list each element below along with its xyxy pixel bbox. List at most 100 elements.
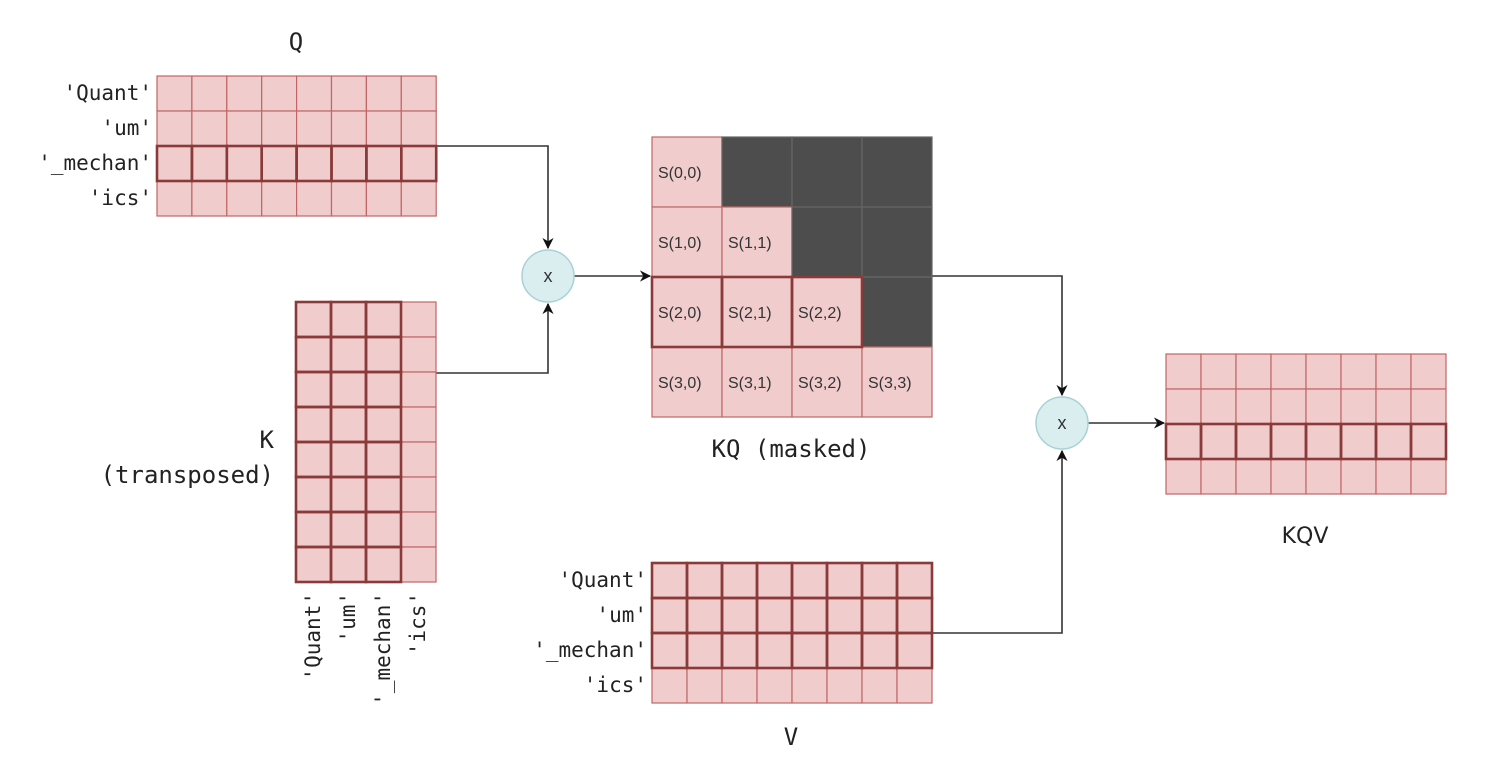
k-col-label: 'ics'	[406, 592, 430, 655]
matrix-cell	[191, 110, 228, 147]
matrix-cell	[1340, 423, 1377, 460]
matrix-cell	[896, 667, 933, 704]
matrix-cell	[1305, 388, 1342, 425]
matrix-cell	[861, 632, 898, 669]
matrix-cell	[330, 110, 368, 147]
connector-k-to-multiply-1	[436, 302, 554, 374]
multiply-icon: x	[544, 266, 553, 286]
matrix-cell	[226, 145, 263, 182]
matrix-cell	[686, 632, 723, 669]
matrix-cell	[1270, 458, 1307, 495]
multiply-circle	[521, 249, 575, 303]
score-cell-label: S(3,2)	[798, 375, 842, 392]
matrix-cell	[365, 301, 402, 338]
connector-v-to-multiply-2	[932, 449, 1068, 634]
matrix-cell	[756, 562, 793, 599]
matrix-cell	[896, 632, 933, 669]
matrix-cell	[1375, 353, 1412, 390]
matrix-cell	[330, 145, 368, 182]
matrix-cell	[651, 136, 723, 208]
matrix-cell	[330, 546, 367, 583]
matrix-cell	[1340, 353, 1377, 390]
matrix-k-subtitle: (transposed)	[101, 461, 274, 489]
matrix-cell	[365, 406, 402, 443]
matrix-cell	[400, 546, 437, 583]
matrix-cell	[756, 597, 793, 634]
matrix-cell	[330, 301, 367, 338]
matrix-cell	[365, 110, 402, 147]
connector-q-to-multiply-1	[436, 145, 554, 250]
v-row-label: 'um'	[596, 603, 647, 627]
matrix-cell	[861, 597, 898, 634]
score-cell-label: S(0,0)	[658, 165, 702, 182]
matrix-cell	[400, 336, 437, 373]
matrix-cell	[295, 546, 332, 583]
matrix-k-col-labels: 'Quant' 'um' '_mechan' 'ics'	[301, 592, 430, 706]
matrix-cell	[791, 597, 828, 634]
matrix-cell	[295, 406, 332, 443]
masked-cell	[861, 276, 933, 348]
matrix-cell	[365, 145, 402, 182]
matrix-cell	[365, 441, 402, 478]
matrix-cell	[1305, 423, 1342, 460]
matrix-cell	[1410, 388, 1447, 425]
matrix-cell	[330, 441, 367, 478]
matrix-cell	[1375, 458, 1412, 495]
matrix-cell	[400, 301, 437, 338]
q-row-label: 'ics'	[89, 186, 152, 210]
highlighted-cell	[895, 631, 934, 670]
matrix-cell	[651, 632, 688, 669]
matrix-cell	[400, 441, 437, 478]
matrix-cell	[330, 180, 368, 217]
matrix-cell	[261, 145, 298, 182]
matrix-cell	[296, 110, 333, 147]
matrix-v-title: V	[784, 723, 798, 751]
matrix-cell	[365, 511, 402, 548]
matrix-cell	[826, 597, 863, 634]
matrix-cell	[330, 476, 367, 513]
matrix-cell	[1165, 388, 1202, 425]
matrix-cell	[1235, 458, 1272, 495]
matrix-k-transposed	[294, 300, 437, 584]
matrix-cell	[1200, 388, 1237, 425]
k-col-label: 'um'	[336, 592, 360, 643]
matrix-cell	[791, 346, 863, 418]
matrix-cell	[365, 476, 402, 513]
matrix-k-title: K	[260, 426, 275, 454]
matrix-cell	[826, 562, 863, 599]
score-cell-label: S(2,2)	[798, 305, 842, 322]
matrix-kq-masked: S(0,0)S(1,0)S(1,1)S(2,0)S(2,1)S(2,2)S(3,…	[650, 136, 933, 418]
matrix-v-row-labels: 'Quant' 'um' '_mechan' 'ics'	[533, 568, 647, 697]
matrix-cell	[1270, 388, 1307, 425]
matrix-cell	[756, 632, 793, 669]
matrix-q-row-labels: 'Quant' 'um' '_mechan' 'ics'	[38, 81, 152, 210]
matrix-cell	[226, 75, 263, 112]
matrix-cell	[721, 632, 758, 669]
multiply-operator-2: x	[1035, 396, 1089, 450]
matrix-cell	[791, 562, 828, 599]
matrix-cell	[226, 110, 263, 147]
matrix-cell	[365, 546, 402, 583]
matrix-cell	[261, 110, 298, 147]
q-row-label: 'Quant'	[63, 81, 152, 105]
k-col-label: 'Quant'	[301, 592, 325, 681]
matrix-cell	[1340, 388, 1377, 425]
highlighted-cell	[790, 275, 864, 349]
highlighted-cell	[1409, 422, 1448, 461]
matrix-cell	[191, 145, 228, 182]
matrix-cell	[261, 180, 298, 217]
matrix-cell	[296, 145, 333, 182]
matrix-cell	[861, 346, 933, 418]
matrix-cell	[1375, 388, 1412, 425]
highlighted-cell	[399, 144, 438, 183]
matrix-cell	[1410, 423, 1447, 460]
masked-cell	[721, 136, 793, 208]
matrix-cell	[365, 180, 402, 217]
score-cell-label: S(3,1)	[728, 375, 772, 392]
matrix-v	[650, 561, 934, 704]
matrix-cell	[400, 406, 437, 443]
matrix-cell	[295, 301, 332, 338]
matrix-cell	[651, 562, 688, 599]
matrix-cell	[1375, 423, 1412, 460]
